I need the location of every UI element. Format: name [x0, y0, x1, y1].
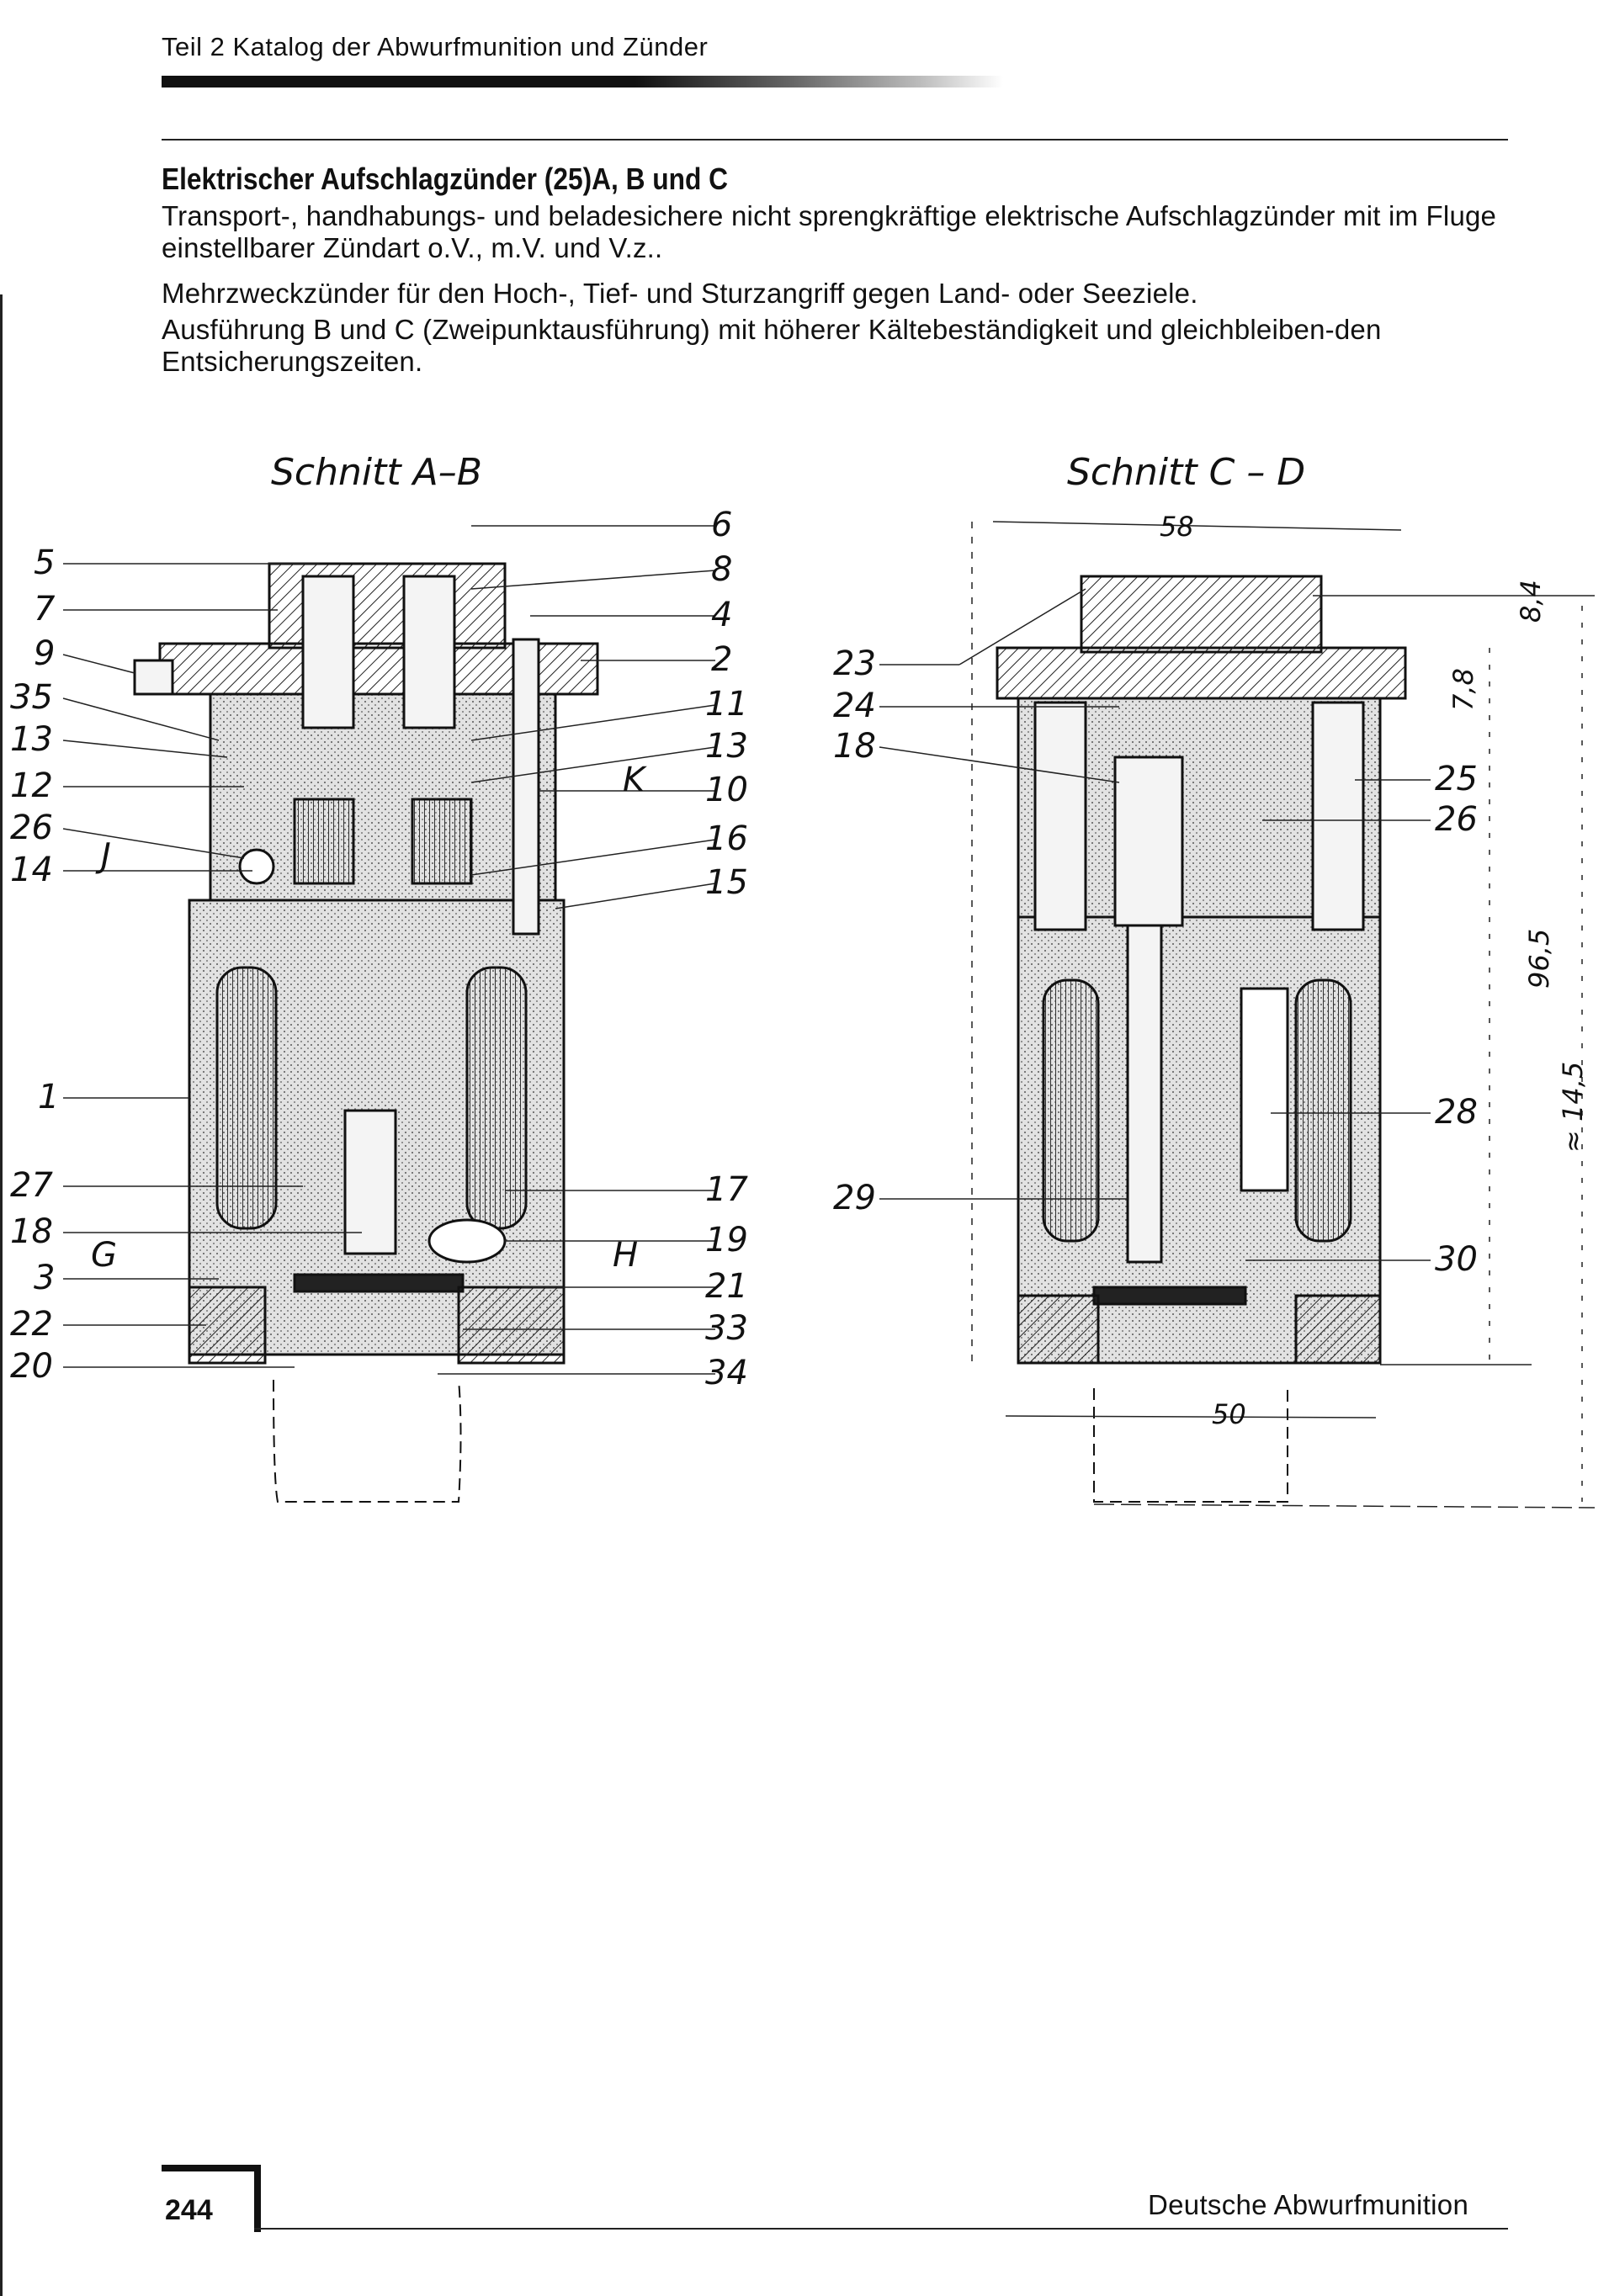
section-ab-leaders	[62, 525, 716, 1375]
part-label: 19	[705, 1221, 748, 1259]
part-label: 10	[705, 771, 748, 809]
part-label: 8	[711, 550, 732, 589]
part-label: 16	[705, 819, 748, 858]
part-label: 18	[10, 1212, 53, 1251]
part-label: 28	[1435, 1093, 1478, 1132]
section-cd-leaders	[879, 521, 1596, 1509]
section-marker: H	[613, 1236, 638, 1275]
dimension-label: 50	[1212, 1398, 1246, 1430]
paragraph: Transport-, handhabungs- und beladesiche…	[162, 200, 1497, 263]
part-label: 30	[1435, 1240, 1478, 1279]
dimension-label: ≈ 14,5	[1557, 1062, 1589, 1153]
section-cd-drawing	[996, 575, 1407, 1503]
footer-corner-mark	[254, 2165, 261, 2232]
part-label: 29	[833, 1179, 876, 1217]
part-label: 18	[833, 727, 876, 766]
section-marker: G	[91, 1236, 117, 1275]
footer-corner-mark	[162, 2165, 261, 2171]
part-label: 20	[10, 1347, 53, 1386]
part-label: 24	[833, 687, 876, 725]
part-label: 11	[705, 685, 748, 724]
part-label: 6	[711, 506, 732, 544]
page-number: 244	[165, 2194, 213, 2226]
part-label: 13	[10, 720, 53, 759]
part-label: 25	[1435, 760, 1478, 798]
part-label: 33	[705, 1309, 748, 1348]
running-header: Teil 2 Katalog der Abwurfmunition und Zü…	[162, 32, 709, 61]
dimension-label: 58	[1160, 511, 1194, 543]
footer-title: Deutsche Abwurfmunition	[1148, 2189, 1469, 2220]
part-label: 17	[705, 1170, 748, 1209]
header-bar	[162, 76, 1213, 87]
part-label: 2	[711, 640, 732, 679]
paragraph: Mehrzweckzünder für den Hoch-, Tief- und…	[162, 278, 1198, 309]
part-label: 35	[10, 678, 53, 717]
part-label: 26	[1435, 800, 1478, 839]
part-label: 12	[10, 766, 53, 805]
part-label: 15	[705, 863, 748, 902]
dimension-label: 96,5	[1523, 929, 1555, 989]
part-label: 34	[705, 1354, 748, 1392]
part-label: 21	[705, 1267, 748, 1306]
section-marker: J	[95, 836, 111, 875]
section-marker: K	[623, 761, 647, 799]
section-title-ab: Schnitt A–B	[271, 451, 482, 494]
part-label: 9	[34, 634, 55, 673]
part-label: 4	[711, 596, 732, 634]
part-label: 14	[10, 851, 53, 889]
page-edge-line	[0, 294, 3, 2296]
section-ab-drawing	[133, 562, 599, 1503]
header-rule	[162, 139, 1508, 141]
dimension-label: 8,4	[1515, 580, 1547, 623]
article-title: Elektrischer Aufschlagzünder (25)A, B un…	[162, 162, 729, 196]
part-label: 22	[10, 1305, 53, 1344]
part-label: 13	[705, 727, 748, 766]
technical-drawing: 5 7 9 35 13 12 26 14 1 27 18 3 22 20 6 8…	[10, 506, 1596, 1509]
part-label: 7	[34, 590, 56, 628]
footer-rule	[254, 2228, 1508, 2230]
part-label: 27	[10, 1166, 53, 1205]
part-label: 1	[38, 1078, 59, 1116]
part-label: 26	[10, 809, 53, 847]
dimension-label: 7,8	[1447, 668, 1479, 711]
part-label: 5	[34, 544, 55, 582]
paragraph: Ausführung B und C (Zweipunktausführung)…	[162, 314, 1382, 377]
section-title-cd: Schnitt C – D	[1067, 451, 1306, 494]
section-cd-labels: 23 24 18 29 25 26 28 30 58 50 8,4 7,8 96…	[833, 511, 1589, 1430]
part-label: 3	[34, 1259, 55, 1297]
part-label: 23	[833, 644, 876, 683]
